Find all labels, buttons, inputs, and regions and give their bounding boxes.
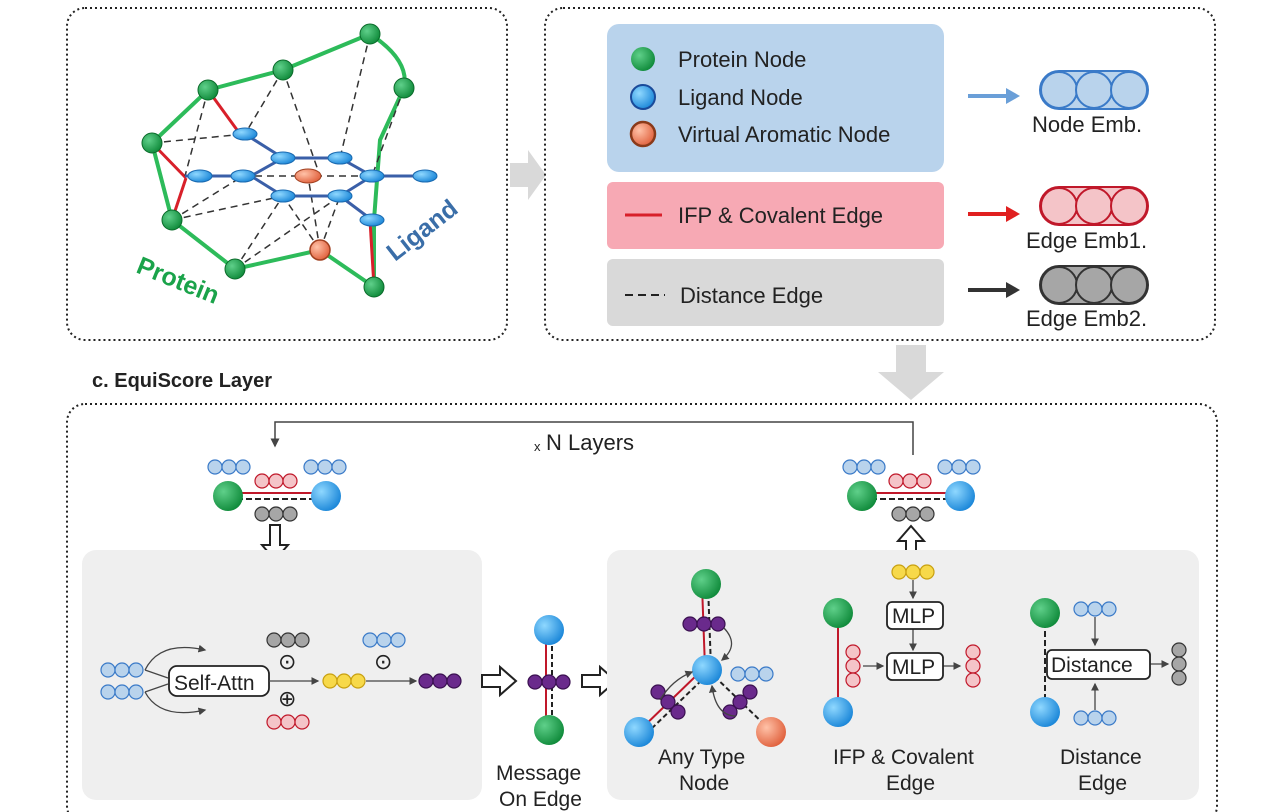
node-emb-label: Node Emb. [1032,112,1142,137]
distance-legend-box [607,259,944,326]
protein-node-icon [631,47,655,71]
distance-edge-update [1030,598,1187,727]
edge-emb1-label: Edge Emb1. [1026,228,1147,253]
protein-edges [149,32,407,289]
odot-symbol-1: ⊙ [278,649,296,674]
yellow-emb [322,673,366,689]
distance-edge-label-1: Distance [1060,746,1142,769]
mlp-label-1: MLP [892,605,935,628]
flow-arrow-right [510,150,546,200]
ifp-edges [150,89,376,288]
layer-panel [66,403,1218,812]
message-on-edge-label-1: Message [496,762,581,785]
virtual-node-label: Virtual Aromatic Node [678,122,890,147]
distance-box [1046,649,1151,680]
distance-edges [151,33,405,270]
mlp-label-2: MLP [892,656,935,679]
ligand-node-label: Ligand Node [678,85,803,110]
ifp-legend-box [607,182,944,249]
hollow-arrow-right-1 [481,664,518,698]
n-layers-x: x [534,439,541,454]
ifp-edge-update [823,564,981,727]
input-node-embs [100,662,144,700]
purple-emb [418,673,462,689]
virtual-node-b [309,239,331,261]
distance-edge-label: Distance Edge [680,283,823,308]
legend-panel [544,7,1216,341]
ifp-edge-label: IFP & Covalent Edge [678,203,883,228]
graph-panel [66,7,508,341]
virtual-aromatic-node [294,168,322,184]
odot-symbol-2: ⊙ [374,649,392,674]
any-type-node [624,569,786,747]
oplus-symbol: ⊕ [278,686,296,711]
message-on-edge [527,615,571,745]
input-pair-left [207,459,347,522]
layer-title: c. EquiScore Layer [92,370,272,392]
distance-label: Distance [1051,654,1133,677]
protein-node-label: Protein Node [678,47,806,72]
distance-edge-label-2: Edge [1078,772,1127,795]
attn-curves [144,644,207,716]
ifp-cov-edge-label-1: IFP & Covalent [833,746,974,769]
any-type-node-label-2: Node [679,772,729,795]
flow-arrow-down [878,345,944,400]
protein-nodes [141,23,415,298]
n-layers-loop [270,421,914,455]
ifp-cov-edge-label-2: Edge [886,772,935,795]
mlp-box-1 [886,601,944,630]
ligand-label: Ligand [381,194,463,267]
mlp-box-2 [886,652,944,681]
node-legend-box [607,24,944,172]
self-attn-label: Self-Attn [174,672,255,695]
output-pair-right [842,459,981,522]
any-type-node-label-1: Any Type [658,746,745,769]
node-emb-icon [1039,70,1149,110]
attention-panel [82,550,482,800]
message-on-edge-label-2: On Edge [499,788,582,811]
edge-emb1-icon [1039,186,1149,226]
ligand-node-icon [630,84,656,110]
edge-emb2-icon [1039,265,1149,305]
edge-emb2-label: Edge Emb2. [1026,306,1147,331]
n-layers-label: N Layers [546,430,634,455]
virtual-node-icon [629,120,657,148]
ligand-nodes [187,127,438,227]
protein-label: Protein [133,252,223,310]
